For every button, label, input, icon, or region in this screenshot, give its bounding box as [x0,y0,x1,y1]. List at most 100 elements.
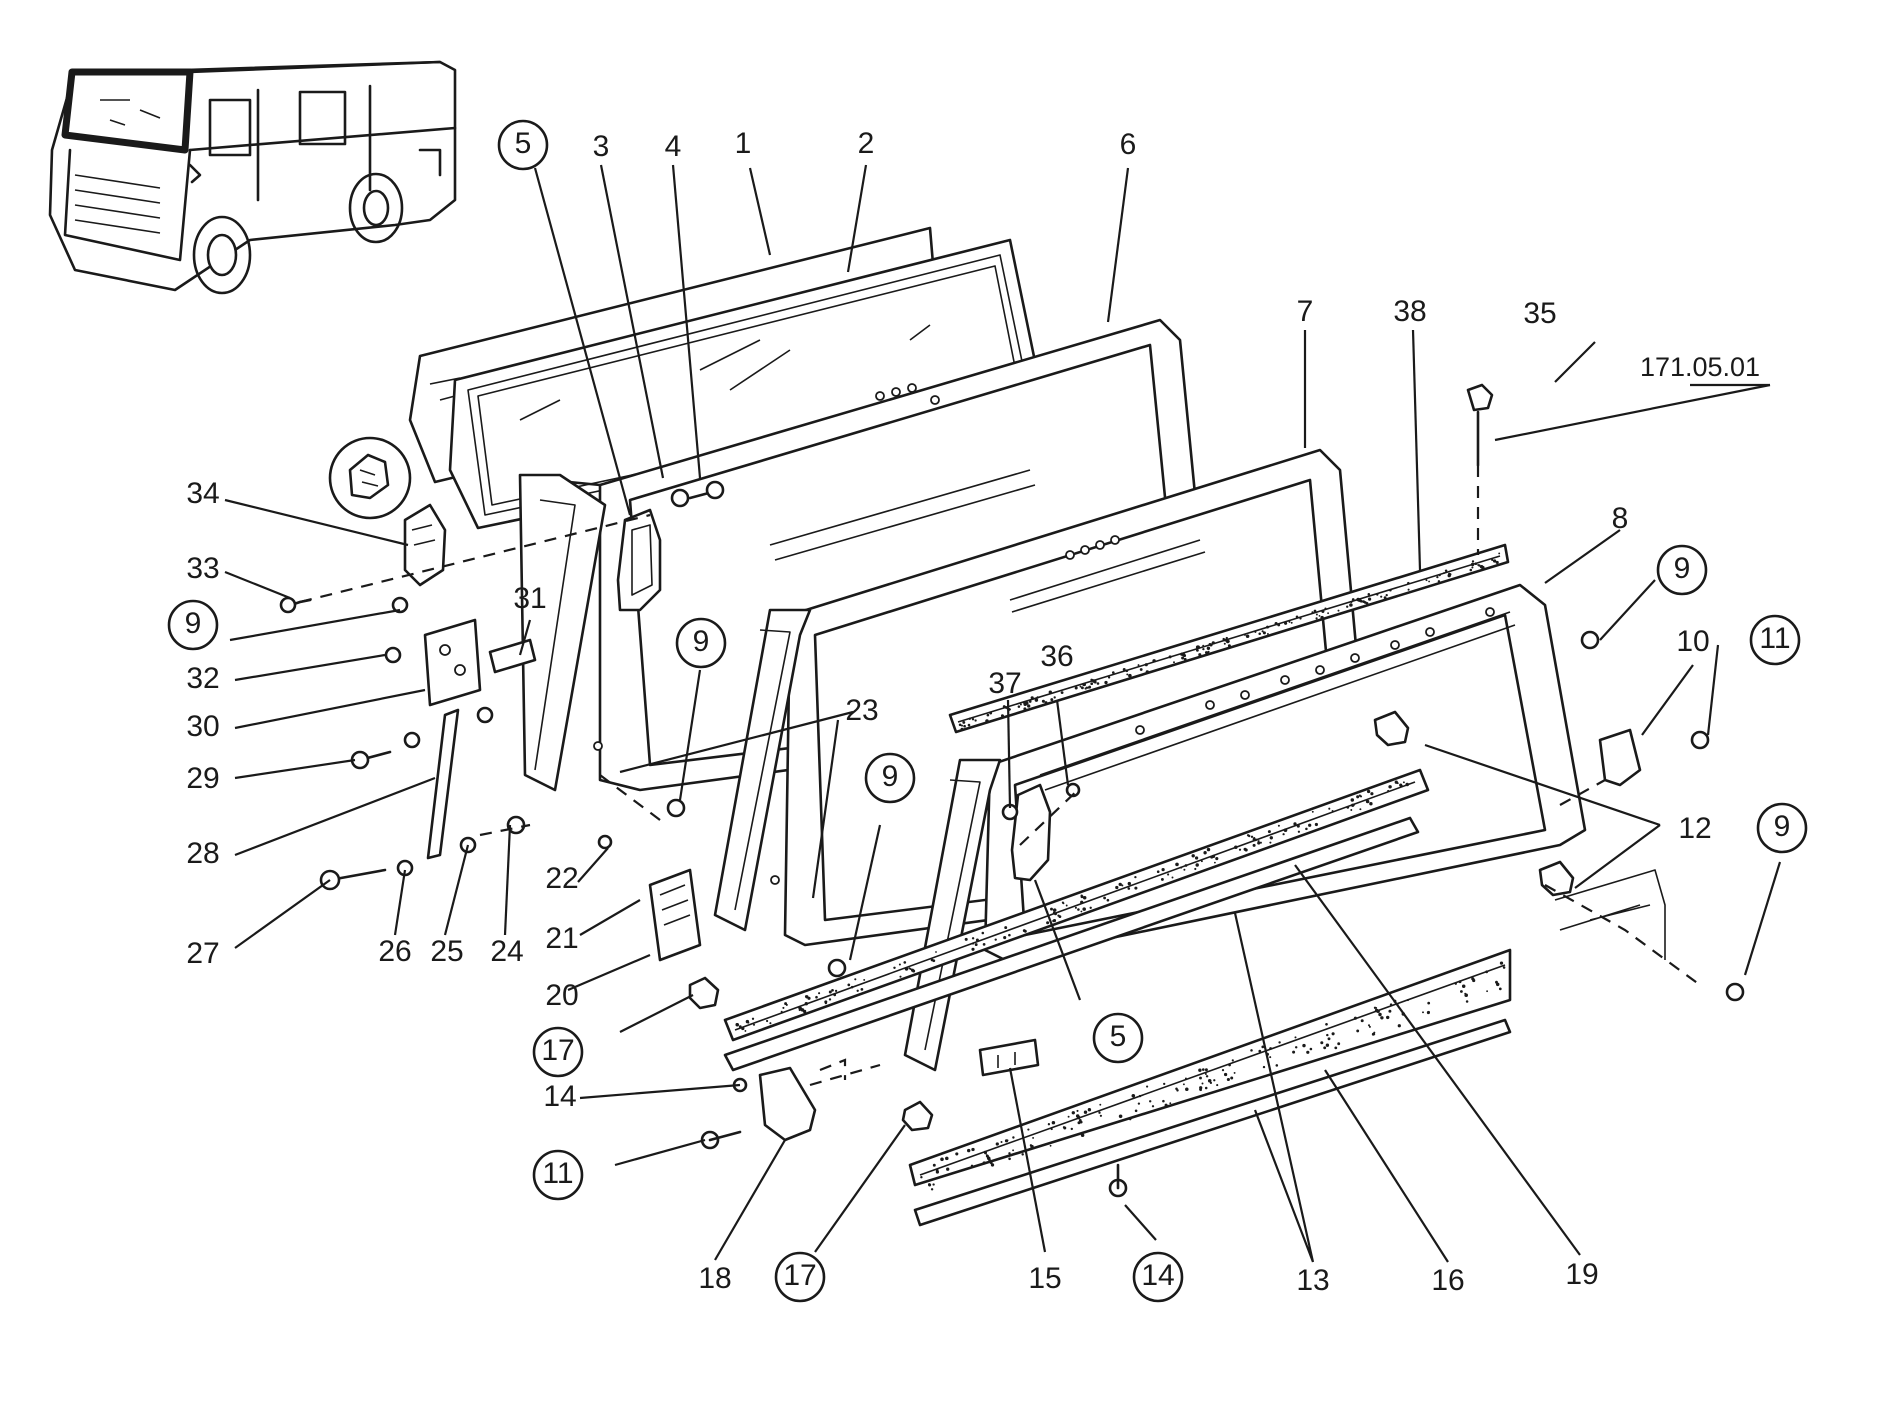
seal-speck [1195,645,1200,649]
callout-9-upper-right: 9 [1674,552,1691,585]
seal-speck [1047,1123,1051,1126]
callout-36: 36 [1040,640,1073,673]
seal-speck [928,1183,932,1187]
callout-31: 31 [513,582,546,615]
callout-6: 6 [1120,128,1137,161]
seal-speck [1294,1036,1297,1039]
seal-speck [1250,835,1254,839]
seal-speck [1258,632,1261,636]
seal-speck [1472,978,1476,983]
seal-speck [971,1147,975,1152]
seal-speck [1224,1074,1227,1077]
seal-speck [971,947,975,951]
callout-21: 21 [545,922,578,955]
seal-speck [1444,569,1448,572]
seal-speck [1387,789,1390,792]
seal-speck [1367,1024,1371,1027]
seal-speck [1171,876,1174,879]
seal-speck [1274,622,1278,626]
seal-speck [1230,1076,1234,1080]
seal-speck [1080,1133,1085,1137]
seal-speck [964,937,968,941]
seal-speck [1061,901,1064,904]
seal-speck [1029,1144,1033,1147]
seal-speck [1306,1050,1310,1054]
seal-speck [893,966,896,970]
callout-9-left: 9 [185,607,202,640]
seal-speck [1491,558,1494,562]
seal-speck [1210,855,1214,859]
callout-labels: 1 2 3 4 5 5 6 7 8 9 9 9 9 9 10 11 11 12 … [185,127,1791,1297]
callout-9-middle: 9 [882,760,899,793]
seal-speck [1209,643,1213,647]
seal-speck [1288,620,1291,623]
seal-speck [1082,907,1086,911]
seal-speck [1009,708,1011,711]
seal-speck [1350,601,1353,604]
seal-speck [1308,823,1312,827]
seal-speck [1080,894,1083,897]
seal-speck [1252,843,1256,847]
callout-5-bottom: 5 [1110,1020,1127,1053]
hinge-handle-right [1010,783,1052,882]
seal-speck [1214,861,1216,864]
seal-speck [904,967,909,971]
seal-speck [1290,621,1293,624]
seal-speck [1093,679,1097,684]
seal-speck [1353,1016,1357,1020]
seal-speck [1041,699,1045,703]
seal-speck [1313,609,1317,613]
seal-speck [1162,1099,1165,1103]
seal-speck [1282,833,1285,836]
seal-speck [1194,867,1197,871]
seal-speck [1053,912,1058,916]
seal-speck [1498,552,1501,555]
seal-speck [1052,919,1055,923]
seal-speck [1380,595,1383,598]
seal-speck [1001,714,1005,718]
frame-seal-strip [948,543,1510,734]
seal-speck [962,720,966,724]
seal-speck [1234,845,1238,849]
seal-speck [1206,646,1211,650]
seal-speck [903,961,907,964]
callout-19: 19 [1565,1258,1598,1291]
seal-speck [1388,785,1392,789]
seal-speck [1368,597,1372,601]
seal-speck [1283,828,1288,832]
seal-speck [1337,609,1340,612]
seal-speck [1389,589,1392,592]
seal-speck [945,1156,949,1161]
seal-speck [863,978,866,981]
seal-speck [1422,1011,1424,1014]
callout-28: 28 [186,837,219,870]
seal-speck [1019,703,1022,706]
seal-speck [1370,792,1374,796]
seal-speck [847,983,851,987]
seal-speck [932,1163,936,1167]
seal-speck [1469,568,1473,572]
seal-speck [1074,686,1078,690]
callout-32: 32 [186,662,219,695]
seal-speck [1134,886,1138,890]
seal-speck [1118,882,1122,887]
seal-speck [1266,625,1269,629]
seal-speck [1090,682,1094,686]
seal-speck [735,1023,740,1027]
seal-speck [1227,640,1230,643]
seal-speck [1470,562,1475,567]
seal-speck [967,723,971,727]
seal-speck [1144,663,1148,667]
seal-speck [1460,990,1463,993]
seal-speck [1481,566,1484,569]
seal-speck [1248,834,1251,838]
seal-speck [1156,870,1160,873]
seal-speck [1050,698,1054,702]
seal-speck [1224,638,1228,642]
callout-18: 18 [698,1262,731,1295]
seal-speck [1223,642,1226,645]
seal-speck [766,1019,769,1023]
seal-speck [1201,1068,1205,1071]
seal-speck [1160,877,1164,881]
callout-27: 27 [186,937,219,970]
